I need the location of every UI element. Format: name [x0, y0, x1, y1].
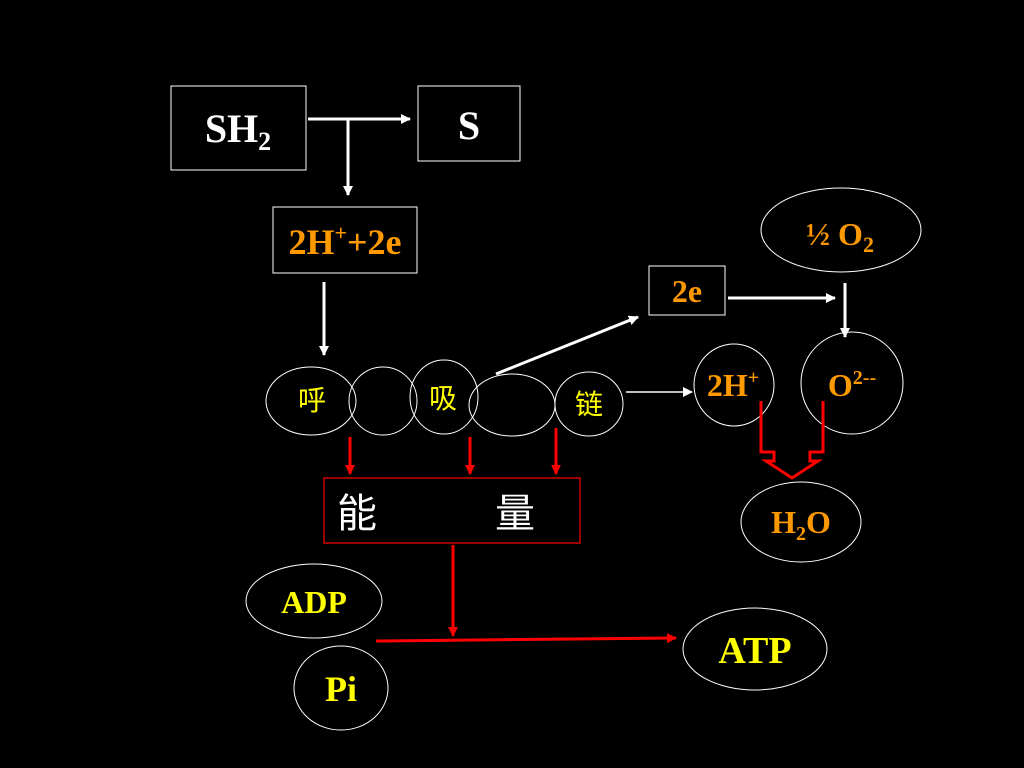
- half-o2-label: ½ O2: [806, 216, 874, 257]
- adp-ellipse: [245, 563, 383, 639]
- two-e-box: [648, 265, 726, 316]
- chain-to-2e-arrow: [495, 315, 639, 376]
- chain-ellipse-1: [265, 366, 357, 436]
- sh2-label: SH2: [205, 106, 271, 156]
- h2o-circle: [740, 481, 862, 563]
- half-o2-ellipse: [760, 187, 922, 273]
- pi-ellipse: [293, 645, 389, 731]
- chain-char-xi: 吸: [429, 382, 457, 415]
- two-e-label: 2e: [672, 273, 702, 309]
- combine-block-arrow: [759, 401, 825, 480]
- h-plus-2e-label: 2H++2e: [288, 220, 401, 262]
- energy-char-neng: 能: [337, 491, 377, 537]
- two-h-plus-label: 2H+: [707, 367, 759, 403]
- pi-label: Pi: [325, 669, 357, 709]
- s-box: [417, 85, 521, 162]
- to-atp-arrow: [375, 633, 677, 644]
- chain-char-hu: 呼: [298, 384, 326, 417]
- energy-box: [323, 477, 581, 544]
- h-plus-2e-box: [272, 206, 418, 274]
- chain-ellipse-2: [348, 366, 418, 436]
- chain-char-lian: 链: [575, 388, 603, 421]
- o2-minus-circle: [800, 331, 904, 435]
- atp-label: ATP: [718, 630, 791, 672]
- adp-label: ADP: [281, 584, 347, 620]
- two-h-plus-circle: [693, 343, 775, 427]
- chain-ellipse-3: [409, 359, 479, 435]
- h2o-label: H2O: [771, 504, 831, 545]
- atp-ellipse: [682, 607, 828, 691]
- s-label: S: [458, 103, 480, 148]
- energy-char-liang: 量: [495, 491, 535, 537]
- chain-ellipse-4: [468, 373, 556, 437]
- sh2-box: [170, 85, 307, 171]
- chain-ellipse-5: [554, 371, 624, 437]
- o2-minus-label: O2--: [828, 367, 876, 403]
